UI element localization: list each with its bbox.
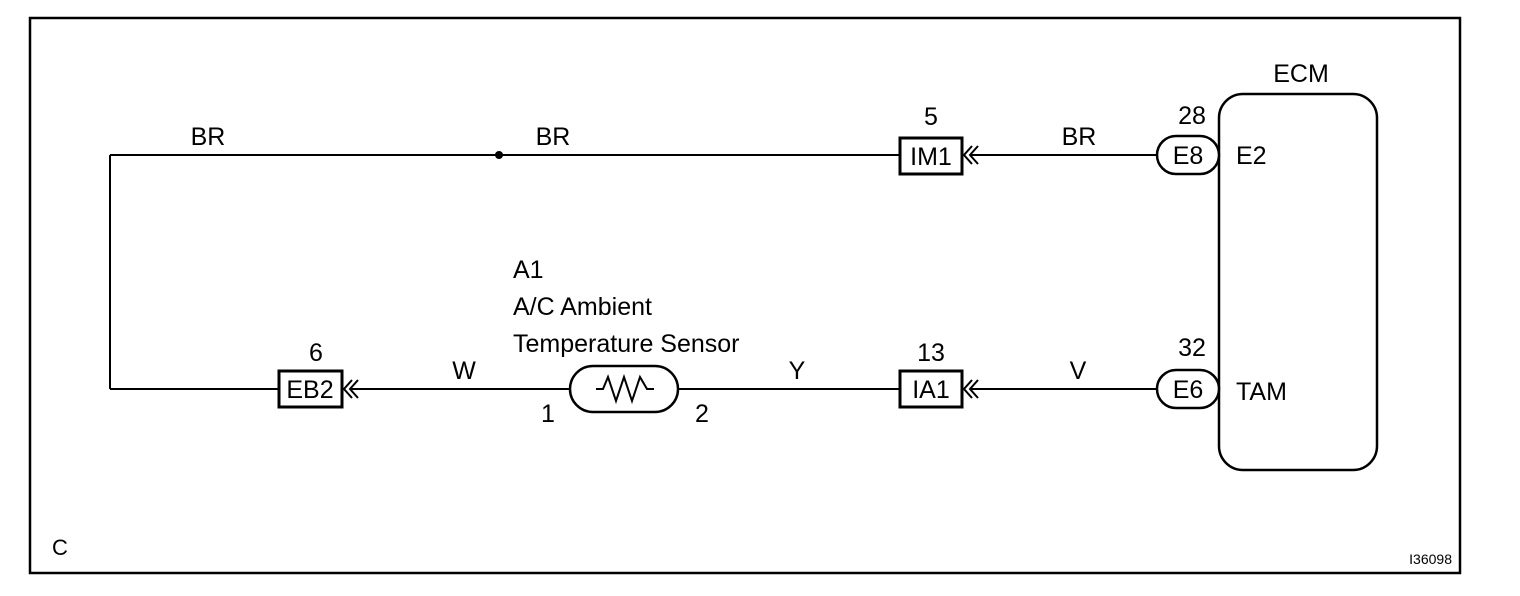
wire-label-br-3: BR (1062, 123, 1097, 151)
figure-id: I36098 (1409, 551, 1452, 567)
connector-eb2-pin: 6 (309, 339, 323, 367)
diagram-frame (28, 16, 1462, 575)
connector-im1-pin: 5 (924, 103, 938, 131)
connector-ia1-label: IA1 (912, 376, 950, 404)
connector-e6-label: E6 (1173, 376, 1204, 404)
wire-label-w: W (452, 357, 476, 385)
connector-e8-label: E8 (1173, 142, 1204, 170)
connector-e8 (1155, 134, 1221, 176)
ecm-terminal-tam: TAM (1236, 378, 1287, 406)
connector-im1 (898, 136, 964, 176)
wire-label-br-1: BR (191, 123, 226, 151)
sensor-body (568, 364, 680, 414)
corner-label: C (52, 535, 68, 560)
sensor-code: A1 (513, 256, 544, 284)
splice-point (495, 151, 503, 159)
wire-label-v: V (1070, 357, 1087, 385)
ecm-block (1217, 92, 1379, 472)
sensor-pin-1: 1 (541, 400, 555, 428)
connector-im1-label: IM1 (910, 143, 952, 171)
connector-ia1-pin: 13 (917, 339, 945, 367)
sensor-pin-2: 2 (695, 400, 709, 428)
wire-label-y: Y (789, 357, 806, 385)
connector-im1-chevrons (962, 145, 979, 165)
connector-eb2-label: EB2 (286, 376, 333, 404)
connector-e8-pin: 28 (1178, 102, 1206, 130)
connector-eb2-chevrons (342, 379, 359, 399)
sensor-name-line1: A/C Ambient (513, 293, 652, 321)
resistor-symbol-icon (596, 373, 654, 405)
ecm-title: ECM (1273, 60, 1329, 88)
ecm-terminal-e2: E2 (1236, 142, 1267, 170)
wire-label-br-2: BR (536, 123, 571, 151)
connector-e6 (1155, 368, 1221, 410)
connector-e6-pin: 32 (1178, 334, 1206, 362)
sensor-name-line2: Temperature Sensor (513, 330, 740, 358)
connector-ia1 (898, 369, 964, 409)
connector-ia1-chevrons (962, 379, 979, 399)
connector-eb2 (277, 369, 344, 409)
